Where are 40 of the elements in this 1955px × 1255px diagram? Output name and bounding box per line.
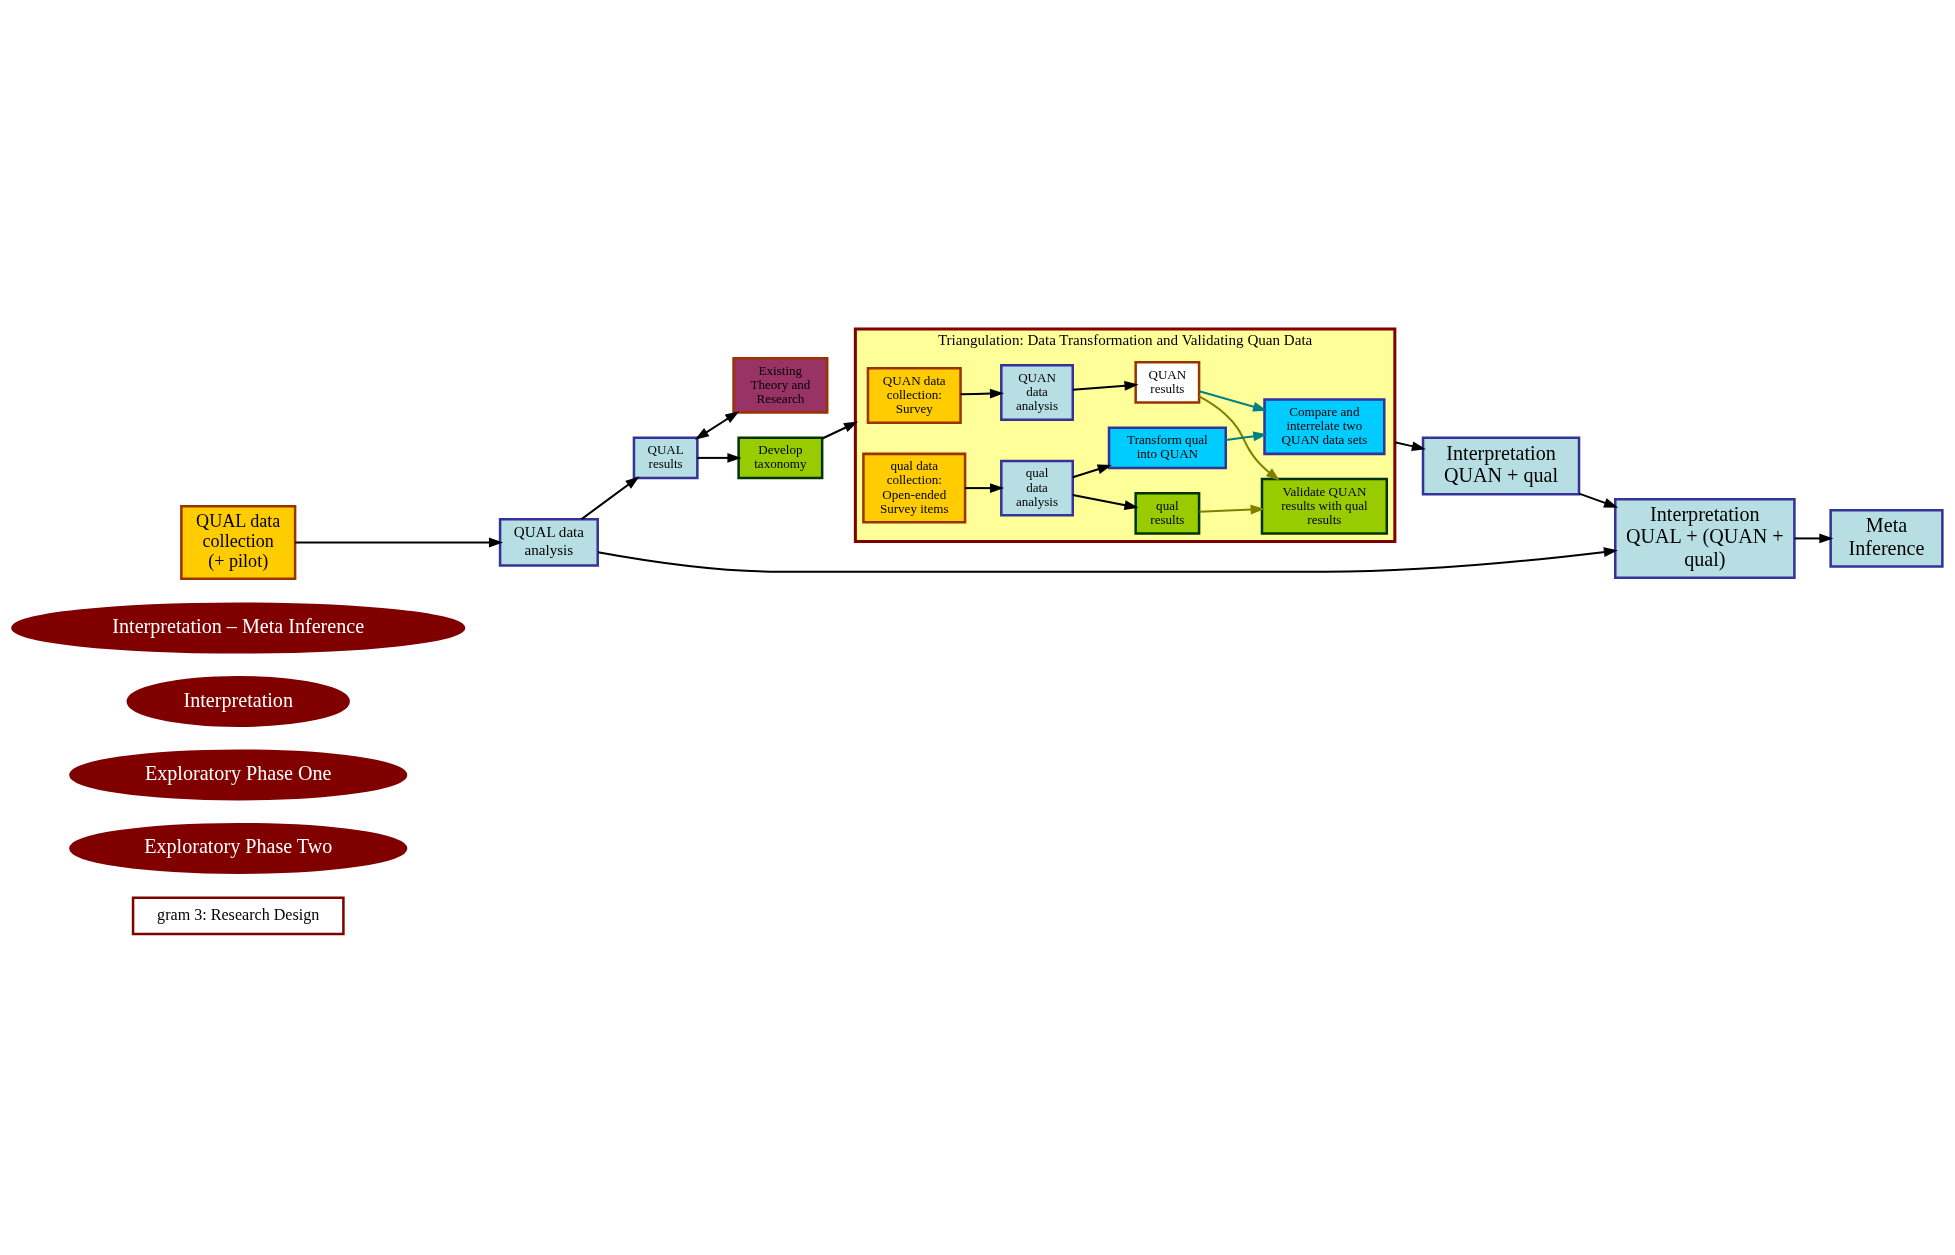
node-box: Interpretation QUAN + qual <box>1421 436 1581 496</box>
arrow <box>1199 390 1268 412</box>
node-box: QUAN results <box>1134 361 1201 404</box>
arrow <box>821 421 859 440</box>
arrow <box>1199 504 1265 515</box>
node-box: qual data analysis <box>1000 459 1075 517</box>
arrow <box>597 547 1618 573</box>
arrow <box>1578 492 1619 508</box>
node-ellipse: Exploratory Phase Two <box>69 822 408 874</box>
arrow <box>295 537 504 548</box>
node-box: Compare and interrelate two QUAN data sets <box>1263 398 1386 456</box>
node-box: qual data collection: Open-ended Survey items <box>862 452 967 524</box>
arrow <box>694 411 740 440</box>
node-box: QUAN data analysis <box>1000 364 1075 421</box>
node-box: QUAL data analysis <box>498 518 599 567</box>
arrow <box>580 476 640 520</box>
node-box: Meta Inference <box>1829 509 1944 568</box>
node-ellipse: Exploratory Phase One <box>69 749 408 801</box>
arrow <box>1072 464 1112 479</box>
node-box: Interpretation QUAL + (QUAN + qual) <box>1614 497 1796 579</box>
node-ellipse: Interpretation <box>126 676 350 727</box>
arrow <box>1794 533 1834 544</box>
node-box: qual results <box>1134 491 1201 535</box>
node-box: gram 3: Research Design <box>131 896 345 936</box>
arrow <box>1072 380 1139 391</box>
arrow <box>960 388 1005 399</box>
arrow <box>1225 431 1268 442</box>
arrow <box>697 452 742 463</box>
arrow <box>1072 493 1139 510</box>
arrow <box>965 483 1005 494</box>
node-ellipse: Interpretation – Meta Inference <box>11 602 466 654</box>
node-box: Existing Theory and Research <box>732 357 829 414</box>
node-box: QUAN data collection: Survey <box>866 367 962 424</box>
node-box: Validate QUAN results with qual results <box>1260 477 1389 535</box>
arrow <box>1198 395 1281 481</box>
node-box: QUAL results <box>632 436 699 480</box>
node-box: Transform qual into QUAN <box>1107 426 1227 470</box>
node-box: QUAL data collection (+ pilot) <box>180 504 297 580</box>
arrow <box>1394 441 1426 452</box>
node-box: Develop taxonomy <box>737 436 824 480</box>
